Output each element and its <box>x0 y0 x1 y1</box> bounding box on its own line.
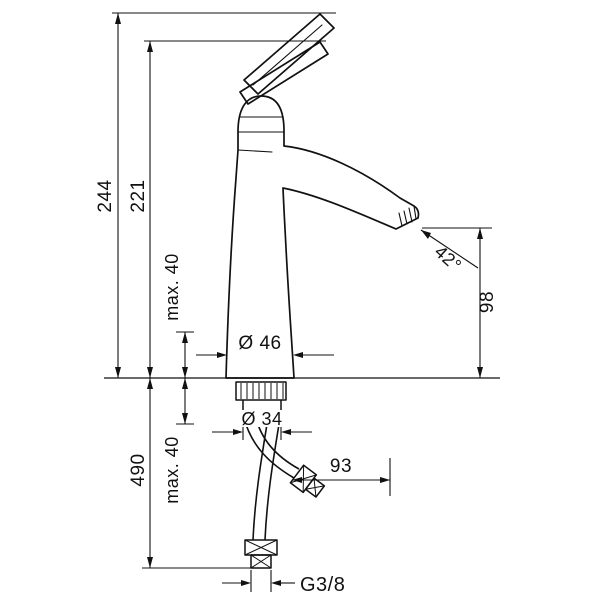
arrow-221-top <box>147 41 153 52</box>
arrow-o46-left <box>217 352 227 358</box>
arrow-max40t-top <box>182 332 188 343</box>
arrow-max40t-bottom <box>182 367 188 378</box>
dim-label-hose-offset: 93 <box>330 456 352 477</box>
dim-label-thread: G3/8 <box>300 574 345 596</box>
dim-label-hose-length: 490 <box>128 453 149 486</box>
hose-straight-connector <box>244 539 278 569</box>
dim-label-outlet-height: 98 <box>477 291 498 313</box>
hose-angled-connector <box>289 464 326 498</box>
arrow-g38-left <box>241 580 251 586</box>
arrow-o34-right <box>281 429 291 435</box>
arrow-g38-right <box>271 580 281 586</box>
arrow-max40b-top <box>182 378 188 389</box>
arrow-98-top <box>477 228 483 239</box>
arrow-244-bottom <box>115 367 121 378</box>
dim-label-spout-angle: 42° <box>431 241 466 275</box>
mounting-block <box>235 381 287 401</box>
connector-thread <box>304 477 326 498</box>
dim-label-total-height: 244 <box>95 179 116 212</box>
connector-nut-cross <box>290 465 317 493</box>
mounting-block-hatch <box>240 383 284 399</box>
arrow-o46-right <box>293 352 303 358</box>
dimension-arrowheads <box>115 13 483 586</box>
connector-nut <box>289 464 318 494</box>
arrow-244-top <box>115 13 121 24</box>
dim-label-max-bottom: max. 40 <box>162 436 182 504</box>
arrow-max40b-bottom <box>182 413 188 424</box>
arrow-490-bottom <box>147 557 153 568</box>
arrow-221-bottom <box>147 367 153 378</box>
lever-handle-rest <box>239 41 329 105</box>
dim-label-shank-diameter: Ø 34 <box>241 409 282 429</box>
faucet-outline <box>225 13 420 379</box>
dim-label-base-diameter: Ø 46 <box>238 333 281 354</box>
leader-line-42deg <box>420 229 479 269</box>
dim-label-max-top: max. 40 <box>162 253 182 321</box>
lever-handle-raised-inner <box>252 24 323 86</box>
connector-thread-cross <box>305 477 325 498</box>
dimension-labels: 244 221 max. 40 Ø 46 42° 98 Ø 34 max. 40… <box>95 179 498 596</box>
arrow-93-left <box>292 477 302 483</box>
label-backing-o34 <box>238 410 286 427</box>
connector-thread-cross <box>250 554 272 569</box>
arrow-42deg <box>421 230 431 239</box>
arrow-o34-left <box>233 429 243 435</box>
arrow-93-right <box>380 477 390 483</box>
dim-label-body-height: 221 <box>128 179 149 212</box>
lever-handle-raised <box>243 13 335 95</box>
arrow-98-bottom <box>477 367 483 378</box>
hose-straight <box>252 417 281 541</box>
spout-aerator-hatch <box>398 205 417 227</box>
arrow-490-top <box>147 378 153 389</box>
faucet-body <box>225 95 420 379</box>
connector-nut-cross <box>244 539 278 556</box>
body-joint-line-lower <box>237 149 273 153</box>
